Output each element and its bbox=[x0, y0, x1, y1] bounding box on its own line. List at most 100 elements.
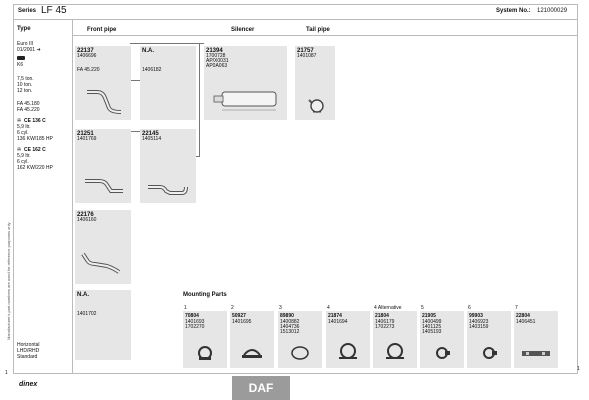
clamp-drawing bbox=[198, 346, 212, 360]
engine-icon: ✇ bbox=[17, 147, 22, 153]
clamp-drawing bbox=[242, 349, 262, 358]
engine2-name: CE 162 C bbox=[24, 147, 46, 153]
mounting-index: 2 bbox=[231, 305, 234, 311]
mounting-card[interactable]: 89890 1400882 1404736 1513012 bbox=[278, 311, 322, 368]
part-code: 1406182 bbox=[142, 67, 162, 73]
connector-line bbox=[199, 43, 200, 156]
part-code: 1700728 bbox=[206, 53, 226, 59]
mounting-code: 1702273 bbox=[375, 324, 395, 330]
mounting-code: 1403159 bbox=[469, 324, 489, 330]
mounting-index: 4 Alternative bbox=[374, 305, 402, 311]
mounting-code: 1513012 bbox=[280, 329, 300, 335]
part-number: 22176 bbox=[77, 212, 94, 218]
fa-code-1: FA 45.180 bbox=[17, 101, 40, 107]
mounting-code: 1400499 bbox=[422, 319, 442, 325]
part-code: 1405114 bbox=[142, 136, 162, 142]
part-code: 1406160 bbox=[77, 217, 97, 223]
front-pipe-heading: Front pipe bbox=[87, 27, 117, 33]
mounting-card[interactable]: 21804 1406179 1702273 bbox=[373, 311, 417, 368]
mounting-code: 1401125 bbox=[422, 324, 442, 330]
connector-line bbox=[130, 43, 204, 44]
side-disclaimer: Manufacturer's part numbers are used for… bbox=[6, 222, 11, 341]
series-label: Series bbox=[18, 8, 37, 14]
page-number-left: 1 bbox=[5, 370, 8, 376]
part-card[interactable]: N.A. 1401702 bbox=[75, 290, 131, 360]
bracket-drawing bbox=[522, 351, 550, 356]
clamp-drawing bbox=[339, 343, 357, 359]
mounting-number: 99903 bbox=[469, 313, 483, 319]
type-heading: Type bbox=[17, 26, 31, 32]
column-header-divider bbox=[72, 35, 577, 36]
mounting-card[interactable]: 99903 1406923 1403159 bbox=[467, 311, 511, 368]
mounting-number: 21905 bbox=[422, 313, 436, 319]
euro-norm: Euro III bbox=[17, 41, 34, 47]
part-card[interactable]: 22145 1405114 bbox=[140, 129, 196, 203]
mounting-code: 1406179 bbox=[375, 319, 395, 325]
part-card[interactable]: 21394 1700728 AP/X0031 AP0A063 bbox=[204, 46, 287, 120]
page-number-right: 1 bbox=[577, 366, 580, 372]
connector-line bbox=[195, 156, 200, 157]
header-divider bbox=[14, 19, 577, 20]
install-3: Standard bbox=[17, 354, 38, 360]
mounting-index: 4 bbox=[327, 305, 330, 311]
dinex-logo: dinex bbox=[19, 381, 38, 388]
front-pipe-drawing bbox=[81, 252, 121, 274]
part-card[interactable]: N.A. 1406182 bbox=[140, 46, 196, 120]
part-number: 21394 bbox=[206, 48, 223, 54]
install-1: Horizontal bbox=[17, 342, 40, 348]
type-column-divider bbox=[72, 20, 73, 373]
mounting-index: 7 bbox=[515, 305, 518, 311]
front-pipe-drawing bbox=[148, 185, 188, 195]
mounting-card[interactable]: 21905 1400499 1401125 1405193 bbox=[420, 311, 464, 368]
engine-icon: ✇ bbox=[17, 118, 22, 124]
fa-code-2: FA 45.220 bbox=[17, 107, 40, 113]
mounting-code: 1401695 bbox=[232, 319, 252, 325]
part-code: 1401087 bbox=[297, 53, 317, 59]
mounting-number: 70804 bbox=[185, 313, 199, 319]
system-value: 121000029 bbox=[537, 8, 568, 14]
part-card[interactable]: 21251 1401769 bbox=[75, 129, 131, 203]
mounting-number: 50927 bbox=[232, 313, 246, 319]
part-number: 21251 bbox=[77, 131, 94, 137]
tail-pipe-heading: Tail pipe bbox=[306, 27, 330, 33]
series-value: LF 45 bbox=[41, 5, 67, 16]
mounting-code: 1401694 bbox=[328, 319, 348, 325]
mounting-code: 1405193 bbox=[422, 329, 442, 335]
mounting-card[interactable]: 50927 1401695 bbox=[230, 311, 274, 368]
gasket-drawing bbox=[291, 346, 309, 360]
engine1-line-1: 5,9 ltr. bbox=[17, 124, 31, 130]
brand-name: DAF bbox=[248, 381, 274, 395]
mounting-code: 1406923 bbox=[469, 319, 489, 325]
mounting-number: 21874 bbox=[328, 313, 342, 319]
mounting-card[interactable]: 22804 1406451 bbox=[514, 311, 558, 368]
mounting-index: 5 bbox=[421, 305, 424, 311]
date-range: 01/2001 ➜ bbox=[17, 47, 41, 53]
mounting-number: 21804 bbox=[375, 313, 389, 319]
mounting-code: 1400882 bbox=[280, 319, 300, 325]
truck-icon bbox=[17, 56, 25, 60]
part-card[interactable]: 21757 1401087 bbox=[295, 46, 335, 120]
mounting-code: 1404736 bbox=[280, 324, 300, 330]
part-number: 21757 bbox=[297, 48, 314, 54]
mounting-code: 1406451 bbox=[516, 319, 536, 325]
engine1-line-3: 136 KW/185 HP bbox=[17, 136, 53, 142]
front-pipe-drawing bbox=[87, 90, 122, 114]
connector-line bbox=[130, 131, 141, 132]
part-card[interactable]: 22137 1406696 FA 45.220 bbox=[75, 46, 131, 120]
engine1-name: CE 136 C bbox=[24, 118, 46, 124]
part-card[interactable]: 22176 1406160 bbox=[75, 210, 131, 284]
part-code: 1401769 bbox=[77, 136, 97, 142]
mounting-index: 1 bbox=[184, 305, 187, 311]
mounting-code: 1702270 bbox=[185, 324, 205, 330]
tonnage-3: 12 ton. bbox=[17, 88, 33, 94]
engine1-line-2: 6 cyl. bbox=[17, 130, 29, 136]
front-pipe-drawing bbox=[85, 179, 123, 193]
mounting-card[interactable]: 21874 1401694 bbox=[326, 311, 370, 368]
mounting-code: 1401693 bbox=[185, 319, 205, 325]
engine2-line-2: 6 cyl. bbox=[17, 159, 29, 165]
silencer-drawing bbox=[213, 91, 277, 111]
tonnage-1: 7,5 ton. bbox=[17, 76, 34, 82]
mounting-card[interactable]: 70804 1401693 1702270 bbox=[183, 311, 227, 368]
mounting-index: 3 bbox=[279, 305, 282, 311]
brand-bar: DAF bbox=[232, 376, 290, 400]
